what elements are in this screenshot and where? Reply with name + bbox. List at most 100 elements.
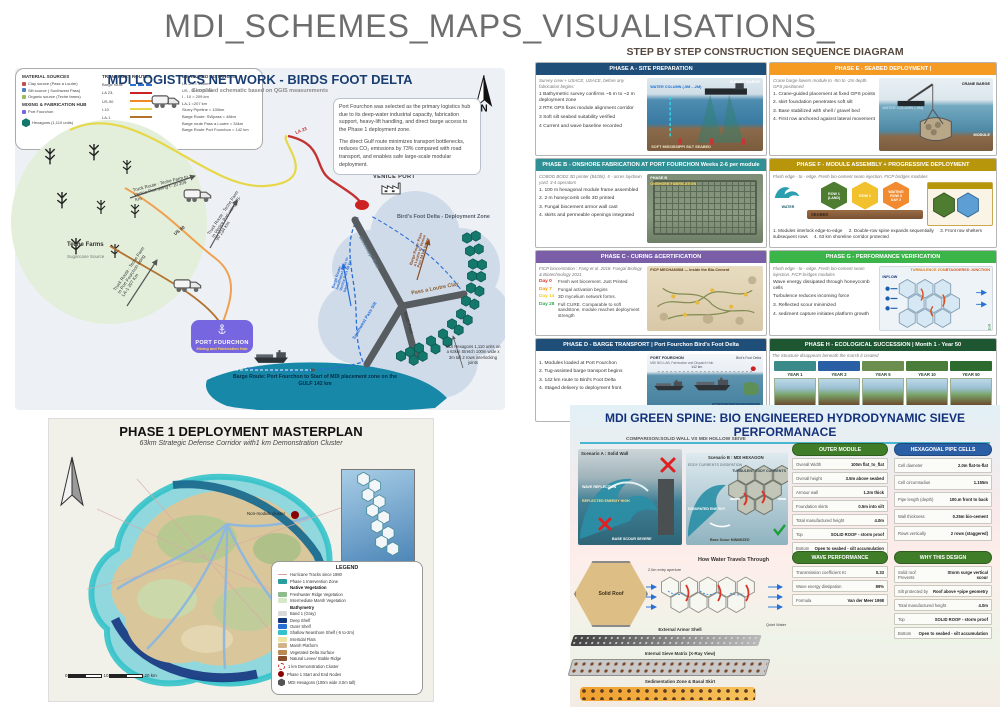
legend-row: Outer Shelf [278,623,416,629]
image-label: TURBULENCE ZONE [910,268,949,272]
truck-icon [173,279,202,293]
legend-swatch [278,671,284,677]
phase-a-image: WATER COLUMN (-5M - -2M) SURVEY BARGE SO… [647,78,763,151]
legend-swatch [22,81,26,86]
port-fourchon-name: PORT FOURCHON [195,340,249,346]
sedimentation-bar [580,687,756,701]
sugarcane-source-label: Sugarcane Source [67,254,105,259]
phase-point: 4 Current and wave baseline recorded [539,123,622,129]
legend-item-label: Hexagons (1,110 units) [32,120,74,126]
legend-material-sources: MATERIAL SOURCES Clay source (Pass a Lou… [22,74,96,144]
row-key: Solid roof Prevents [898,569,916,580]
module-hex-chip: ROW 1 (LAND) [821,181,847,210]
row-key: Overall Width [796,461,822,467]
legend-row: Native Vegetation [278,585,416,590]
svg-text:N: N [480,103,487,112]
phase-card-g: PHASE G - PERFORMANCE VERIFICATION Flush… [769,250,997,336]
legend-item-label: Port Fourchon [28,109,54,115]
phase-f-header: PHASE F - MODULE ASSEMBLY + PROGRESSIVE … [770,159,996,171]
year-header-bar [774,360,816,371]
year-image [950,377,992,406]
legend-label: Shallow Nearshore Shelf (-5 to-2m) [290,630,355,636]
day-text: Fungal activation begins [558,286,608,292]
row-key: Cell diameter [898,463,923,468]
phase-card-f: PHASE F - MODULE ASSEMBLY + PROGRESSIVE … [769,158,997,248]
seabed-bar: SEABED [807,209,923,219]
legend-label: 1 km Demonstration Cluster [288,663,339,669]
phase-f-points: 1. Modules interlock edge-to-edge 2. Dou… [773,228,993,241]
scenario-label: REFLECTED ENERGY HIGH [582,499,630,503]
row-value: 89% [875,583,884,589]
hexagon-icon [22,118,30,128]
row-key: Total manufactured height [796,517,845,523]
row-key: Top [898,616,905,622]
image-label: PORT FOURCHON [650,356,684,360]
route-label: LA-1 [102,114,111,120]
legend-label: Hurricane Tracks since 1980 [290,572,342,578]
legend-swatch [278,649,287,655]
year-image [774,377,816,406]
water-flow-diagram [646,576,783,613]
legend-label: Native Vegetation [290,585,327,591]
info-paragraph-1: Port Fourchon was selected as the primar… [339,104,471,134]
table-row: Wave energy dissipation 89% [792,580,888,592]
row-value: Open to seabed - silt accumulation [814,545,884,551]
legend-swatch [22,88,26,93]
scenario-a-image: Scenario A : Solid Wall WAVE REFLECTION … [578,449,682,545]
row-key: Silt protected by [898,588,929,594]
survey-barge-graphic [669,83,748,145]
phase-point: 2 RTK GPS fixes module alignment corrido… [539,106,634,112]
route-label: LA 23- [102,90,114,96]
succession-year-column: YEAR 2 [818,360,860,406]
legend-label: Intermediate Marsh Vegetation [290,598,346,604]
scenario-a-title: Scenario A : Solid Wall [581,451,629,456]
module-pair-graphic [933,191,979,218]
greenspine-subtitle: COMPARISON:SOLID WALL VS MDI HOLLOW SEIV… [626,437,746,442]
scenario-label: DISSIPATED ENERGY [688,507,726,511]
year-label: YEAR 5 [875,371,891,377]
row-key: Bottom [796,545,810,551]
year-header-bar [862,360,904,371]
phase-point: 3. Front row shelters subsequent rows [773,227,982,239]
succession-year-column: YEAR 50 [950,360,992,406]
construction-title: STEP BY STEP CONSTRUCTION SEQUENCE DIAGR… [626,46,904,58]
legend-row: Deep Shelf [278,617,416,623]
solid-roof-label: Solid Roof [598,591,624,597]
logistics-panel: MDI LOGISTICS NETWORK - BIRDS FOOT DELTA… [11,68,505,410]
hexagon-wall-wave-graphic [688,464,788,537]
phase-point: Wave energy dissipated through honeycomb… [773,279,870,291]
solid-roof-hexagon: Solid Roof [574,561,648,627]
legend-transport-routes: TRANSPORT ROUTES Barge route LA 23- US-9… [102,74,176,144]
masterplan-legend: LEGEND Hurricane Tracks since 1980 Phase… [271,561,423,695]
legend-measured-distances: MEASURED DISTANCES LA -23 = 111km US - 9… [182,74,256,144]
legend-item-label: Silt source ( Southwest Pass) [28,87,81,93]
logistics-subtitle: Simplified schematic based on QGIS measu… [191,88,329,94]
quiet-water-label: Quiet Water [766,623,787,627]
image-label: WATER COLUMN (-5M - -2M) [650,85,702,89]
row-value: SOLID ROOF - storm proof [830,531,884,537]
legend-label: Bathymetry [290,604,315,610]
image-label: INFLOW [882,275,898,279]
row-key: Wave energy dissipation [796,583,842,589]
legend-item: Clay source (Pass a Loutre) [22,81,96,86]
phase-a-note: Survey crew + USACE, USACE, before any f… [539,78,625,89]
legend-label: Intertidal Flats [290,636,316,642]
hex-row: ROW 1 (LAND) ROW 2 WAITING ROW 3 DAY 2 [807,181,923,210]
legend-label: MDI Hexagons (100m wide 3.0m tall) [288,679,356,685]
table-row: Pipe length (depth)100.m front to back [894,492,992,507]
succession-timeline: YEAR 1 YEAR 2 YEAR 5 [772,360,994,406]
curing-day-row: Day 7 Fungal activation begins [539,287,644,293]
legend-item: Port Fourchon [22,109,96,114]
armor-shell-label: External Armor Shell [658,627,702,632]
truck-icon [183,189,212,203]
phase-c-image: FICP MECHANISM — Inside the Bio-Cement [647,266,763,331]
scale-bar: 0 10 20 km [63,673,157,678]
